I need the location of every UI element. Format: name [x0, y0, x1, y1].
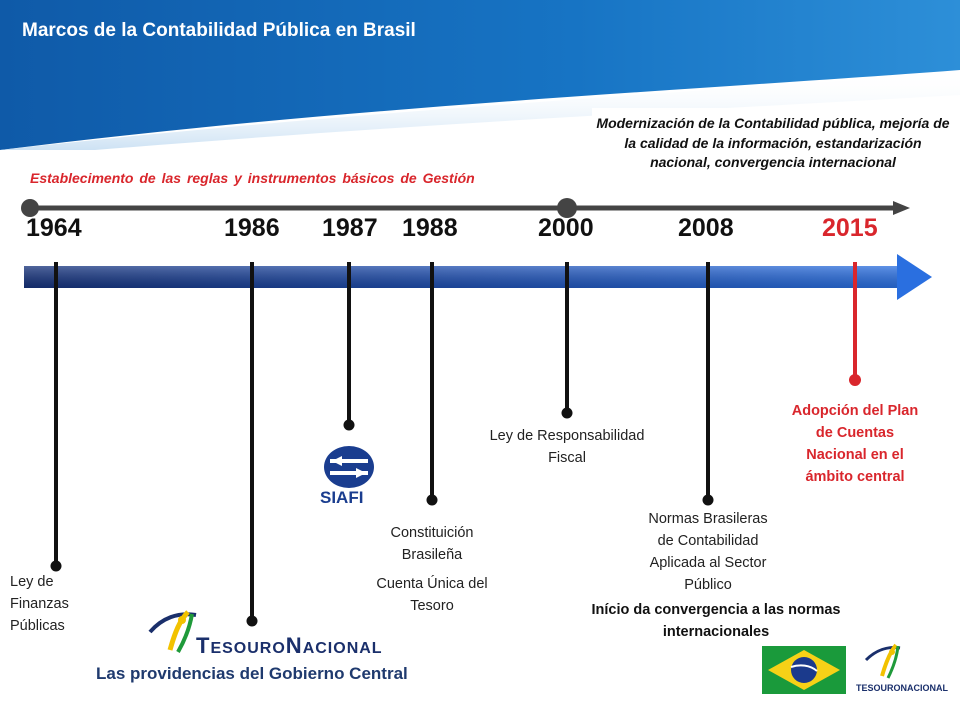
year-2008: 2008: [678, 214, 734, 242]
tesouro-small-logo-text: TESOURONACIONAL: [856, 683, 948, 693]
year-1964: 1964: [26, 214, 82, 242]
tesouro-small-logo-mark: [864, 643, 901, 679]
phase-line-arrow: [893, 201, 910, 215]
event-1964: Ley de Finanzas Públicas: [10, 574, 69, 634]
marker-2000: [561, 262, 573, 419]
modernization-box: [592, 108, 954, 200]
event-1986: Las providencias del Gobierno Central: [96, 664, 408, 683]
year-1987: 1987: [322, 214, 378, 242]
tesouro-logo-mark: [148, 610, 197, 653]
siafi-logo: [324, 446, 374, 488]
event-2008-standards: Normas Brasileras de Contabilidad Aplica…: [648, 511, 768, 593]
marker-1964: [50, 262, 62, 572]
marker-1988: [426, 262, 438, 506]
page-title: Marcos de la Contabilidad Pública en Bra…: [22, 20, 416, 41]
year-1986: 1986: [224, 214, 280, 242]
phase-mid-dot: [557, 198, 577, 218]
marker-1986: [246, 262, 258, 627]
siafi-logo-text: SIAFI: [320, 488, 364, 507]
event-2000: Ley de Responsabilidad Fiscal: [489, 428, 645, 466]
tesouro-nacional-logo-text: TESOURONACIONAL: [196, 633, 383, 658]
event-1988-constitution: Constituición Brasileña: [390, 525, 474, 563]
modernization-label: Modernización de la Contabilidad pública…: [596, 115, 950, 170]
marker-2015: [849, 262, 861, 386]
year-2000: 2000: [538, 214, 594, 242]
year-2015: 2015: [822, 214, 878, 242]
establishment-label: Establecimento de las reglas y instrumen…: [30, 170, 475, 186]
marker-2008: [702, 262, 714, 506]
event-1988-treasury: Cuenta Única del Tesoro: [376, 576, 488, 614]
marker-1987: [343, 262, 355, 431]
phase-start-dot: [21, 199, 39, 217]
header-banner: [0, 0, 960, 150]
timeline-arrowhead: [897, 254, 932, 300]
event-2008-convergence: Início da convergencia a las normas inte…: [591, 602, 841, 640]
event-2015: Adopción del Plan de Cuentas Nacional en…: [791, 403, 919, 485]
brazil-flag: [762, 646, 846, 694]
year-1988: 1988: [402, 214, 458, 242]
